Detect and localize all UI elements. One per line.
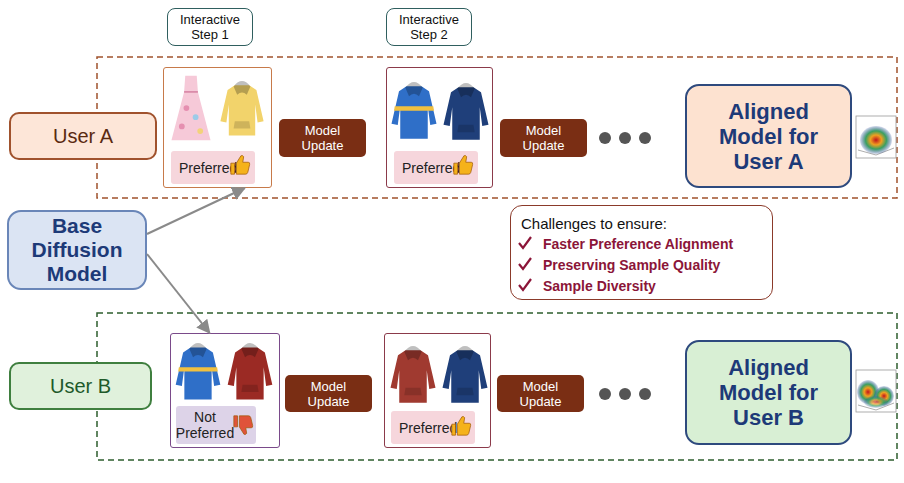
thumb-icon xyxy=(231,156,250,175)
clothing-illustration xyxy=(220,81,263,136)
challenge-heading: Challenges to ensure: xyxy=(521,213,667,234)
challenge-item: Preserving Sample Quality xyxy=(521,255,720,276)
ellipsis-dots xyxy=(599,132,611,144)
ellipsis-dots xyxy=(599,132,651,400)
ellipsis-dots xyxy=(619,132,631,144)
node-text: Aligned Model for User B xyxy=(705,355,833,430)
step-box: Interactive Step 2 xyxy=(386,8,472,46)
clothing-illustration xyxy=(171,76,210,140)
checkmark-icon xyxy=(519,237,531,290)
aligned-model-box: Aligned Model for User B xyxy=(685,340,852,445)
sample-card: Preferred xyxy=(163,67,272,188)
node-text: Aligned Model for User A xyxy=(705,99,833,174)
user-box: User B xyxy=(9,362,152,410)
aligned-model-box: Aligned Model for User A xyxy=(685,84,852,188)
update-box: Model Update xyxy=(500,119,587,157)
sample-card: Preferred xyxy=(386,67,493,188)
flow-arrow xyxy=(147,188,245,234)
clothing-illustration xyxy=(443,346,488,403)
sample-card: Preferred xyxy=(384,333,491,448)
thumb-icon xyxy=(234,416,253,435)
user-region xyxy=(97,57,897,198)
challenge-box: Challenges to ensure:Faster Preference A… xyxy=(510,205,773,300)
update-box: Model Update xyxy=(279,119,366,157)
flow-arrow xyxy=(147,254,210,333)
clothing-illustration xyxy=(392,82,437,139)
update-box: Model Update xyxy=(497,375,584,412)
challenge-item: Faster Preference Alignment xyxy=(521,234,733,255)
thumb-icon xyxy=(452,417,471,436)
clothing-illustration xyxy=(171,76,488,403)
thumb-icon xyxy=(234,416,253,435)
node-text: Model Update xyxy=(292,123,354,153)
update-box: Model Update xyxy=(285,375,372,412)
preference-label: Preferred xyxy=(394,151,478,184)
clothing-illustration xyxy=(176,343,221,399)
challenge-item: Sample Diversity xyxy=(521,276,656,297)
node-text: Interactive Step 1 xyxy=(174,12,246,42)
preference-label: Preferred xyxy=(171,151,255,184)
distribution-plot xyxy=(857,380,879,404)
node-text: Interactive Step 2 xyxy=(393,12,465,42)
thumb-icon xyxy=(231,156,473,436)
ellipsis-dots xyxy=(619,388,631,400)
clothing-illustration xyxy=(391,346,436,403)
clothing-illustration xyxy=(444,83,489,140)
ellipsis-dots xyxy=(639,388,651,400)
node-text: Model Update xyxy=(298,379,360,409)
node-text: Model Update xyxy=(513,123,575,153)
node-text: User B xyxy=(50,374,111,398)
base-model-box: Base Diffusion Model xyxy=(7,210,147,290)
clothing-illustration xyxy=(228,343,273,399)
sample-card: Not Preferred xyxy=(170,333,280,448)
user-region xyxy=(97,313,897,460)
thumb-icon xyxy=(454,156,473,175)
ellipsis-dots xyxy=(639,132,651,144)
preference-label: Preferred xyxy=(391,411,475,444)
node-text: Model Update xyxy=(510,379,572,409)
distribution-plot xyxy=(874,386,894,406)
ellipsis-dots xyxy=(599,388,611,400)
distribution-plot xyxy=(864,396,888,408)
preference-label: Not Preferred xyxy=(176,406,256,444)
distribution-plot xyxy=(860,126,892,154)
distribution-plot xyxy=(856,116,896,412)
distribution-plot xyxy=(856,370,896,412)
checkmark-icon xyxy=(519,279,531,290)
distribution-plot xyxy=(858,148,894,155)
user-box: User A xyxy=(9,112,157,160)
distribution-plot xyxy=(856,116,896,158)
step-box: Interactive Step 1 xyxy=(167,8,253,46)
checkmark-icon xyxy=(519,237,531,248)
node-text: Base Diffusion Model xyxy=(27,214,127,286)
distribution-plot xyxy=(858,403,894,410)
node-text: User A xyxy=(53,124,113,148)
checkmark-icon xyxy=(519,258,531,269)
